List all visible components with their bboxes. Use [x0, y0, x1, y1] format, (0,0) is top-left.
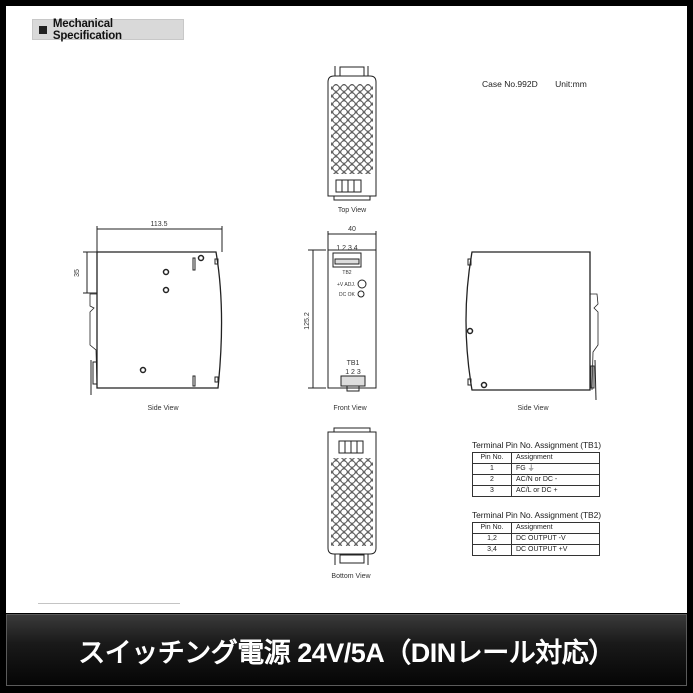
- table-row: 2 AC/N or DC -: [472, 474, 600, 486]
- front-view-drawing: [308, 231, 377, 392]
- section-title-text: Mechanical Specification: [52, 17, 122, 42]
- dc-ok-label: DC OK: [339, 292, 356, 298]
- pin-no-cell: 3,4: [472, 544, 512, 556]
- tb2-table-title: Terminal Pin No. Assignment (TB2): [472, 510, 601, 520]
- vadj-label: +V ADJ.: [337, 282, 355, 288]
- pin-no-cell: 1: [472, 463, 512, 475]
- assignment-cell: DC OUTPUT +V: [511, 544, 600, 556]
- table-row: 3,4 DC OUTPUT +V: [472, 544, 600, 556]
- assignment-cell: DC OUTPUT -V: [511, 533, 600, 545]
- tb2-assignment-table: Terminal Pin No. Assignment (TB2) Pin No…: [472, 510, 601, 556]
- case-info: Case No.992D Unit:mm: [482, 79, 587, 89]
- pin-no-cell: 3: [472, 485, 512, 497]
- side-view-left-label: Side View: [147, 405, 179, 412]
- assignment-cell: AC/N or DC -: [511, 474, 600, 486]
- header-pin-no: Pin No.: [472, 452, 512, 464]
- bottom-view-label: Bottom View: [331, 573, 371, 580]
- table-row: 1 FG ⏚: [472, 463, 600, 475]
- side-view-right-drawing: [465, 251, 599, 401]
- front-view-label: Front View: [333, 405, 367, 412]
- section-title: Mechanical Specification: [32, 17, 184, 42]
- tb1-pin-numbers: 1 2 3: [345, 369, 361, 376]
- tb1-label: TB1: [347, 360, 360, 367]
- pin-no-cell: 2: [472, 474, 512, 486]
- table-row: 1,2 DC OUTPUT -V: [472, 533, 600, 545]
- assignment-cell: AC/L or DC +: [511, 485, 600, 497]
- dim-depth: 113.5: [151, 221, 168, 228]
- tb2-pin-numbers: 1 2 3 4: [336, 245, 358, 252]
- assignment-cell: FG ⏚: [511, 463, 600, 475]
- divider-line: [38, 603, 180, 604]
- dim-height: 125.2: [304, 312, 311, 330]
- tb1-assignment-table: Terminal Pin No. Assignment (TB1) Pin No…: [472, 440, 601, 497]
- top-view-drawing: [327, 66, 377, 201]
- side-view-right-label: Side View: [517, 405, 549, 412]
- top-view-label: Top View: [337, 207, 367, 214]
- header-pin-no: Pin No.: [472, 522, 512, 534]
- banner-title: スイッチング電源 24V/5A（DINレール対応）: [78, 637, 615, 668]
- dim-width: 40: [348, 226, 356, 233]
- header-assignment: Assignment: [511, 522, 600, 534]
- table-row: 3 AC/L or DC +: [472, 485, 600, 497]
- tb2-label: TB2: [342, 270, 351, 276]
- product-banner: スイッチング電源 24V/5A（DINレール対応）: [6, 614, 687, 686]
- header-assignment: Assignment: [511, 452, 600, 464]
- pin-no-cell: 1,2: [472, 533, 512, 545]
- bottom-view-drawing: [327, 427, 377, 565]
- table-header-row: Pin No. Assignment: [472, 452, 600, 464]
- table-header-row: Pin No. Assignment: [472, 522, 600, 534]
- case-number: Case No.992D: [482, 79, 538, 89]
- side-view-left-drawing: [83, 226, 223, 395]
- unit-label: Unit:mm: [555, 79, 587, 89]
- bullet-square-icon: [39, 25, 47, 34]
- dim-rail-offset: 35: [74, 269, 81, 277]
- tb1-table-title: Terminal Pin No. Assignment (TB1): [472, 440, 601, 450]
